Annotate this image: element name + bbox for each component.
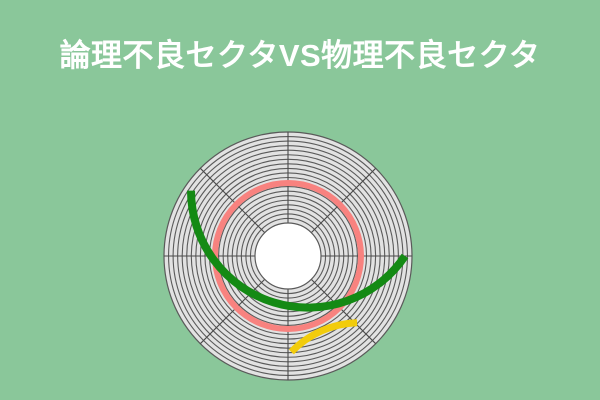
highlight-arcs-group — [187, 180, 409, 355]
physical-bad-sector-arc — [187, 190, 409, 312]
sector-spoke — [310, 167, 377, 234]
logical-bad-sector-arc — [288, 319, 358, 355]
sector-spoke — [199, 167, 266, 234]
page-title: 論理不良セクタVS物理不良セクタ — [59, 38, 541, 73]
spindle-hub — [254, 222, 322, 290]
sector-spoke — [310, 278, 377, 345]
